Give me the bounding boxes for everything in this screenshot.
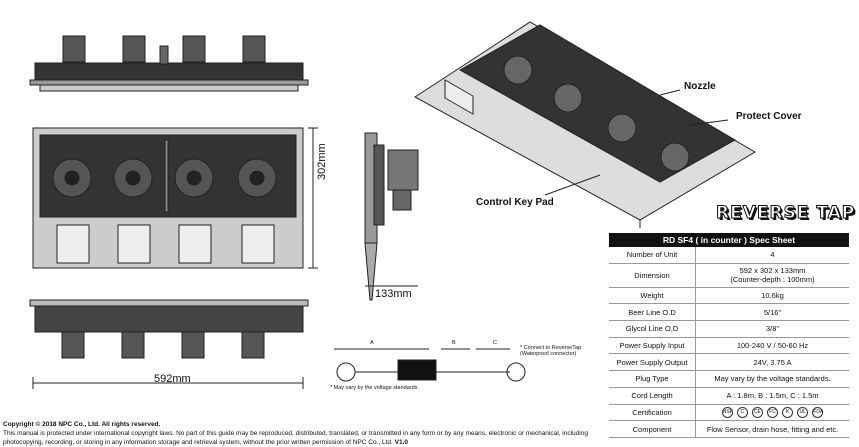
power-supply-diagram — [334, 348, 526, 382]
spec-value: 100-240 V / 50-60 Hz — [695, 337, 849, 355]
back-view-drawing — [29, 299, 309, 389]
connect-note: * Connect to ReverseTap (Waterproof conn… — [520, 345, 582, 357]
spec-value: 3/8" — [695, 320, 849, 338]
c-certification-icon: C — [736, 407, 748, 419]
nsf-certification-icon: NSF — [721, 407, 733, 419]
spec-value-line: (Counter-depth : 100mm) — [730, 275, 815, 285]
segment-a-label: A — [370, 340, 374, 346]
width-dimension: 592mm — [154, 373, 191, 385]
version-label: V1.0 — [394, 439, 409, 446]
spec-value-line: 592 x 302 x 133mm — [739, 266, 806, 276]
copyright-notice: Copyright © 2018 NPC Co., Ltd. All right… — [3, 420, 623, 447]
spec-value: 24V, 3.75 A — [695, 353, 849, 372]
spec-label: Glycol Line O.D — [609, 320, 696, 338]
spec-label: Power Supply Input — [609, 337, 696, 355]
nozzle-label: Nozzle — [684, 81, 716, 92]
spec-label: Plug Type — [609, 370, 696, 388]
top-view-drawing — [32, 127, 318, 269]
spec-label: Component — [609, 420, 696, 438]
side-view-drawing — [364, 132, 419, 301]
certification-icons: NSF C CE FC K UL FDA — [695, 404, 849, 422]
control-key-pad-label: Control Key Pad — [476, 197, 554, 208]
spec-value: 592 x 302 x 133mm(Counter-depth : 100mm) — [695, 263, 849, 288]
spec-label: Power Supply Output — [609, 353, 696, 372]
depth-dimension: 133mm — [375, 288, 412, 300]
spec-sheet-title: RD SF4 ( in counter ) Spec Sheet — [609, 233, 849, 247]
spec-value: 4 — [695, 247, 849, 264]
front-view-drawing — [29, 35, 309, 92]
kc-certification-icon: K — [782, 407, 794, 419]
spec-value: Flow Sensor, drain hose, fitting and etc… — [695, 420, 849, 438]
spec-label: Dimension — [609, 263, 696, 288]
spec-label: Weight — [609, 287, 696, 305]
spec-label: Cord Length — [609, 387, 696, 405]
height-dimension: 302mm — [316, 143, 328, 180]
spec-value: May vary by the voltage standards. — [695, 370, 849, 388]
fda-certification-icon: FDA — [812, 407, 824, 419]
isometric-view-drawing — [414, 21, 756, 228]
copyright-heading: Copyright © 2018 NPC Co., Ltd. All right… — [3, 421, 161, 428]
ce-certification-icon: CE — [751, 407, 763, 419]
segment-c-label: C — [493, 340, 497, 346]
copyright-body: This manual is protected under internati… — [3, 430, 588, 446]
spec-label: Number of Unit — [609, 247, 696, 264]
protect-cover-label: Protect Cover — [736, 111, 802, 122]
spec-value: 5/16" — [695, 303, 849, 322]
spec-label: Certification — [609, 404, 696, 422]
spec-label: Beer Line O.D — [609, 303, 696, 322]
brand-logo: REVERSE TAP — [715, 203, 856, 224]
spec-value: 10.6kg — [695, 287, 849, 305]
table-row: Certification NSF C CE FC K UL FDA — [609, 404, 849, 422]
voltage-note: * May vary by the voltage standards. — [330, 385, 419, 391]
spec-value: A : 1.8m, B : 1.5m, C : 1.5m — [695, 387, 849, 405]
fcc-certification-icon: FC — [767, 407, 778, 419]
segment-b-label: B — [452, 340, 456, 346]
ul-certification-icon: UL — [797, 407, 809, 419]
